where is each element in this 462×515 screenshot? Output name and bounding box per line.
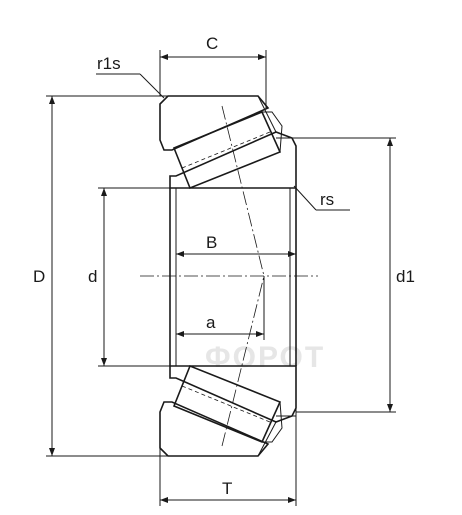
dim-r1s: r1s: [96, 54, 165, 99]
label-rs: rs: [320, 190, 334, 209]
label-r1s: r1s: [97, 54, 121, 73]
watermark-text: ФОРОТ: [205, 341, 325, 374]
cage-lines: [257, 95, 296, 457]
dim-d1: d1: [296, 137, 415, 413]
label-d1: d1: [396, 267, 415, 286]
pressure-lines: [221, 105, 265, 447]
dim-B: B: [176, 233, 296, 257]
bore: [169, 187, 297, 367]
dim-D: D: [33, 95, 168, 457]
outer-ring-top: [159, 95, 270, 151]
inner-ring-top: [169, 131, 297, 189]
label-d: d: [88, 267, 97, 286]
dim-d: d: [88, 187, 170, 367]
label-c: C: [206, 34, 218, 53]
inner-ring-bottom: [169, 365, 297, 423]
dim-T: T: [159, 408, 297, 506]
label-D: D: [33, 267, 45, 286]
dim-a: a: [176, 276, 265, 340]
dim-rs: rs: [293, 185, 350, 211]
label-a: a: [206, 313, 216, 332]
roller-bottom: [172, 364, 283, 444]
outer-ring-bottom: [159, 401, 270, 457]
label-B: B: [206, 233, 217, 252]
label-T: T: [222, 479, 232, 498]
dim-c: C: [159, 34, 267, 108]
roller-top: [172, 110, 283, 190]
